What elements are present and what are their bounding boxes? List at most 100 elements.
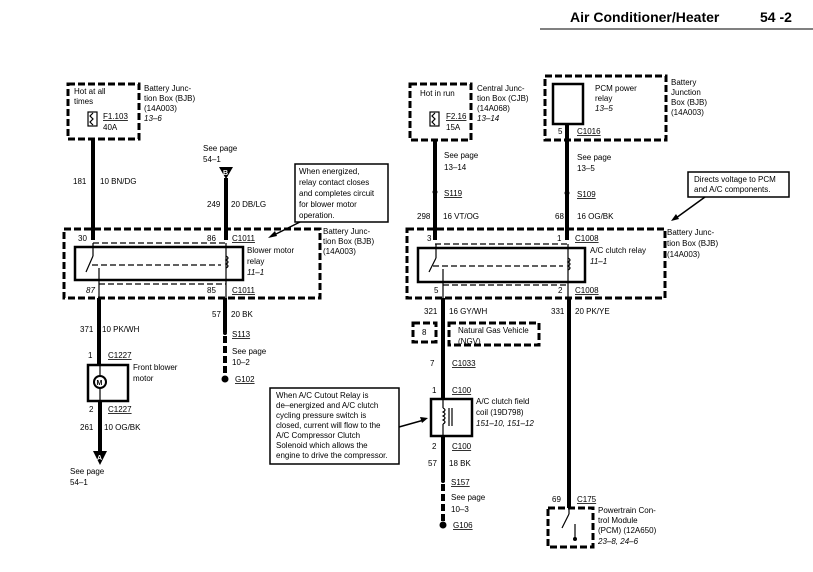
diagram-label: A/C Compressor Clutch <box>276 431 360 440</box>
diagram-label: PCM power <box>595 84 637 93</box>
diagram-label: (14A003) <box>671 108 704 117</box>
diagram-label: motor <box>133 374 154 383</box>
diagram-label: Solenoid which allows the <box>276 441 368 450</box>
diagram-label: Box (BJB) <box>671 98 707 107</box>
ngv-option: 8 Natural Gas Vehicle (NGV) <box>411 321 541 347</box>
diagram-label: See page <box>70 467 105 476</box>
relay-coil-icon <box>224 255 229 269</box>
diagram-label: 10 OG/BK <box>104 423 141 432</box>
relay-switch-icon <box>428 257 437 273</box>
diagram-label: See page <box>444 151 479 160</box>
diagram-label: 1 <box>88 351 93 360</box>
diagram-label: relay contact closes <box>299 178 369 187</box>
diagram-label: tion Box (BJB) <box>323 237 374 246</box>
diagram-label: engine to drive the compressor. <box>276 451 388 460</box>
diagram-label: 331 <box>551 307 565 316</box>
diagram-label: 11–1 <box>247 268 264 277</box>
diagram-label: 1 <box>432 386 437 395</box>
diagram-label: 10 BN/DG <box>100 177 136 186</box>
diagram-label: When A/C Cutout Relay is <box>276 391 368 400</box>
diagram-label: times <box>74 97 93 106</box>
diagram-label: When energized, <box>299 167 359 176</box>
diagram-label: C1227 <box>108 351 132 360</box>
front-blower-motor: 1 C1227 M Front blower motor 2 C1227 <box>86 351 178 414</box>
diagram-label: 2 <box>432 442 437 451</box>
diagram-label: 2 <box>558 286 563 295</box>
diagram-label: C100 <box>452 442 472 451</box>
diagram-label: C1227 <box>108 405 132 414</box>
pcm-power-relay: PCM power relay 13–5 5 C1016 Battery Jun… <box>543 74 707 142</box>
diagram-label: (14A003) <box>323 247 356 256</box>
diagram-label: S157 <box>451 478 470 487</box>
diagram-label: S109 <box>577 190 596 199</box>
right-fuse-box: Hot in run F2.16 15A Central Junc- tion … <box>408 82 529 142</box>
diagram-label: Battery <box>671 78 696 87</box>
ground-icon <box>439 521 447 529</box>
diagram-label: Blower motor <box>247 246 294 255</box>
diagram-label: tion Box (BJB) <box>144 94 195 103</box>
diagram-label: 87 <box>86 286 95 295</box>
diagram-label: F2.16 <box>446 112 467 121</box>
diagram-label: 10–3 <box>451 505 469 514</box>
diagram-label: 13–5 <box>577 164 595 173</box>
diagram-label: 57 <box>212 310 221 319</box>
pcm-module: 69 C175 Powertrain Con- trol Module (PCM… <box>546 495 657 549</box>
callout-blower-relay: When energized, relay contact closes and… <box>268 163 389 238</box>
diagram-label: 181 <box>73 177 87 186</box>
diagram-label: (14A068) <box>477 104 510 113</box>
diagram-label: Front blower <box>133 363 178 372</box>
left-fuse-box: Hot at all times F1.103 40A Battery Junc… <box>66 82 195 141</box>
diagram-label: 23–8, 24–6 <box>597 537 639 546</box>
diagram-label: See page <box>577 153 612 162</box>
connector-a: A See page 54–1 <box>70 451 107 487</box>
diagram-label: Junction <box>671 88 701 97</box>
diagram-label: See page <box>203 144 238 153</box>
diagram-label: 10–2 <box>232 358 250 367</box>
diagram-label: C175 <box>577 495 597 504</box>
diagram-label: 69 <box>552 495 561 504</box>
diagram-label: 20 BK <box>231 310 253 319</box>
diagram-label: (14A003) <box>667 250 700 259</box>
diagram-label: S119 <box>444 189 463 198</box>
diagram-label: 11–1 <box>590 257 607 266</box>
diagram-label: 3 <box>427 234 432 243</box>
diagram-label: 2 <box>89 405 94 414</box>
diagram-label: 298 <box>417 212 431 221</box>
fuse-icon <box>429 111 440 127</box>
diagram-label: and completes circuit <box>299 189 375 198</box>
diagram-label: 57 <box>428 459 437 468</box>
diagram-label: Directs voltage to PCM <box>694 175 776 184</box>
diagram-label: C1011 <box>232 234 256 243</box>
diagram-label: C1008 <box>575 286 599 295</box>
diagram-label: C100 <box>452 386 472 395</box>
diagram-label: (PCM) (12A650) <box>598 526 657 535</box>
diagram-label: de–energized and A/C clutch <box>276 401 378 410</box>
diagram-label: 13–6 <box>144 114 162 123</box>
fuse-icon <box>87 111 98 127</box>
diagram-label: 20 DB/LG <box>231 200 266 209</box>
ac-clutch-relay: 3 1 C1008 5 2 C1008 A/C clutch relay 11–… <box>405 227 718 300</box>
ground-icon <box>221 375 229 383</box>
diagram-label: C1016 <box>577 127 601 136</box>
callout-clutch: When A/C Cutout Relay is de–energized an… <box>269 387 428 465</box>
fuse-id: F1.103 <box>103 112 128 121</box>
diagram-label: 85 <box>207 286 216 295</box>
diagram-label: 371 <box>80 325 94 334</box>
ac-clutch-field-coil: 1 C100 A/C clutch field coil (19D798) 15… <box>429 386 534 451</box>
diagram-label: tion Box (BJB) <box>667 239 718 248</box>
diagram-label: operation. <box>299 211 335 220</box>
diagram-label: 18 BK <box>449 459 471 468</box>
diagram-label: (NGV) <box>458 337 481 346</box>
diagram-label: coil (19D798) <box>476 408 524 417</box>
diagram-label: A/C clutch relay <box>590 246 646 255</box>
diagram-label: Hot in run <box>420 89 455 98</box>
blower-motor-relay: 30 86 C1011 87 85 C1011 Blower motor rel… <box>62 227 374 300</box>
relay-switch-icon <box>85 255 94 273</box>
diagram-label: 15A <box>446 123 461 132</box>
diagram-label: 8 <box>422 328 427 337</box>
diagram-label: and A/C components. <box>694 185 771 194</box>
diagram-label: C1011 <box>232 286 256 295</box>
diagram-label: Powertrain Con- <box>598 506 656 515</box>
